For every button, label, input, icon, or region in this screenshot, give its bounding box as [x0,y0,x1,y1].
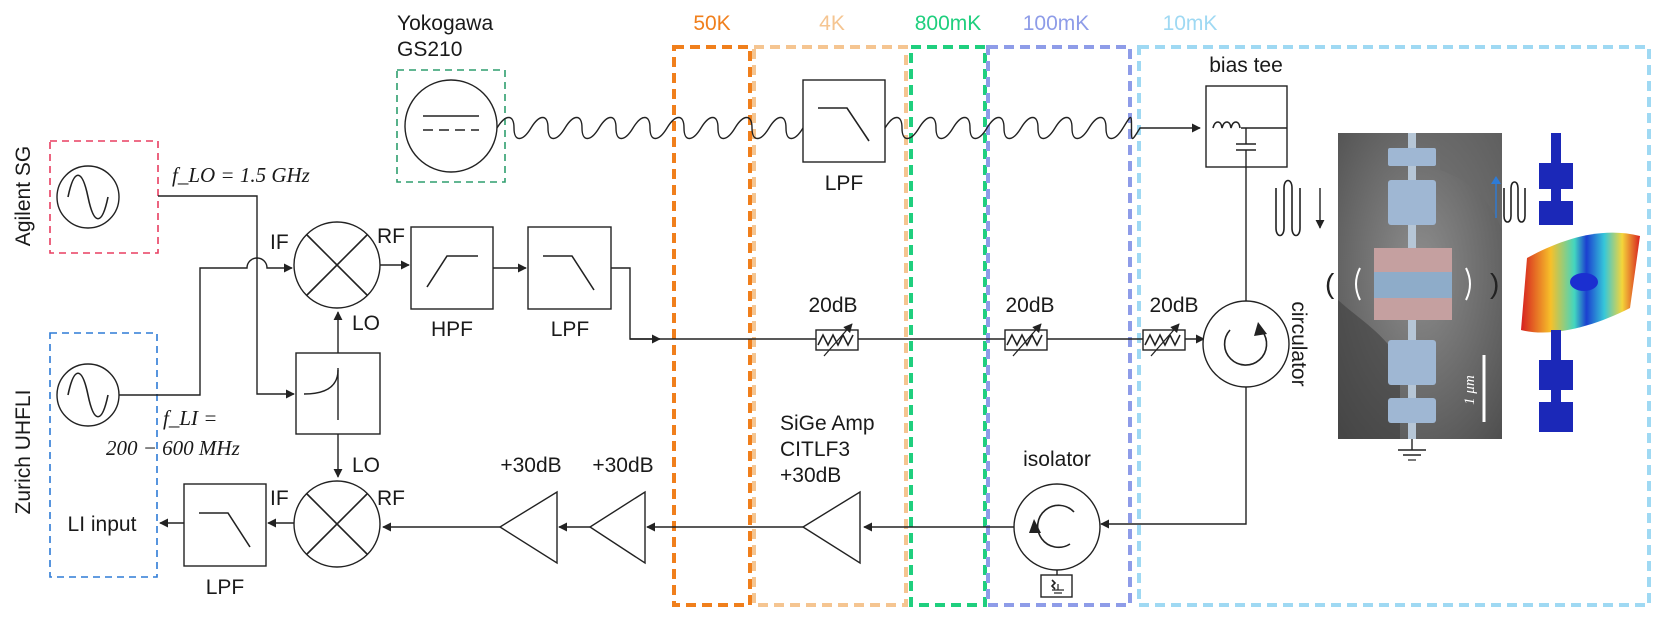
f-li-equation-line2: 200 − 600 MHz [106,436,240,460]
stage-800mk-box [909,45,987,607]
lpf-filter-dc: LPF [802,79,886,195]
yokogawa-source: Yokogawa GS210 [396,12,506,183]
lpf-filter-top: LPF [527,226,612,341]
circulator: circulator [1202,300,1310,388]
attenuator-1-label: 20dB [808,294,857,317]
outgoing-wave-icon [1503,181,1526,223]
yokogawa-label-line2: GS210 [397,38,462,61]
lpf-dc-label: LPF [825,172,864,195]
sine-wave-icon [67,372,109,418]
sige-label-1: SiGe Amp [780,412,875,435]
lpf-top-label: LPF [551,318,590,341]
sine-wave-icon [67,174,109,220]
zurich-box [49,332,158,578]
svg-text:(: ( [1325,268,1335,299]
attenuator-3-label: 20dB [1149,294,1198,317]
scale-bar-label: 1 μm [1462,375,1478,405]
attenuator-3: 20dB [1142,294,1199,357]
lpf-filter-bottom: LPF [183,483,267,599]
isolator-label: isolator [1023,448,1091,471]
amp-1-label: +30dB [500,454,561,477]
hpf-label: HPF [431,318,473,341]
temperature-stages: 50K 4K 800mK 100mK 10mK [672,12,1651,607]
sige-label-2: CITLF3 [780,438,850,461]
stage-50k-box [672,45,752,607]
amplifier-2: +30dB [588,454,654,565]
zurich-lockin: Zurich UHFLI LI input [12,332,158,578]
zurich-label: Zurich UHFLI [12,390,35,515]
f-li-equation-line1: f_LI = [163,406,217,430]
mixer-bottom-if-label: IF [270,487,289,510]
mixer-top-if-label: IF [270,231,289,254]
sige-label-3: +30dB [780,464,841,487]
incoming-wave-icon [1275,179,1301,237]
li-input-label: LI input [68,513,137,536]
agilent-signal-generator: Agilent SG [12,140,159,254]
mixer-bottom-lo-label: LO [352,454,380,477]
mode-shape-simulation [1491,133,1640,432]
lo-wire [158,195,295,399]
lpf-bottom-label: LPF [206,576,245,599]
circulator-label: circulator [1287,301,1310,386]
dc-bias-line [496,116,1200,140]
stage-4k-box [752,45,908,607]
yokogawa-box [396,69,506,183]
attenuator-2-label: 20dB [1005,294,1054,317]
agilent-label: Agilent SG [12,146,35,246]
if-wire-top [119,257,293,396]
stage-10mk-label: 10mK [1163,12,1218,35]
bias-tee: bias tee [1205,54,1288,168]
stage-4k-label: 4K [819,12,845,35]
attenuator-1: 20dB [808,294,859,357]
attenuator-2: 20dB [1004,294,1055,357]
agilent-box [49,140,159,254]
mixer-bottom-rf-label: RF [377,487,405,510]
stage-100mk-label: 100mK [1023,12,1090,35]
stage-50k-label: 50K [693,12,730,35]
drive-line [611,267,662,340]
mixer-bottom: LO IF RF [270,454,405,568]
bias-tee-label: bias tee [1209,54,1283,77]
svg-text:): ) [1490,268,1499,299]
hpf-filter: HPF [410,226,494,341]
device-sem-image: 1 μm ( ) [1275,133,1502,461]
stage-800mk-label: 800mK [915,12,982,35]
stage-10mk-box [1137,45,1651,607]
f-lo-equation: f_LO = 1.5 GHz [172,163,310,187]
amplifier-1: +30dB [498,454,562,565]
isolator: isolator [1013,448,1101,598]
mixer-top-rf-label: RF [377,225,405,248]
yokogawa-label-line1: Yokogawa [397,12,493,35]
sige-amplifier: SiGe Amp CITLF3 +30dB [780,412,875,565]
mixer-top-lo-label: LO [352,312,380,335]
stage-100mk-box [986,45,1132,607]
amp-2-label: +30dB [592,454,653,477]
